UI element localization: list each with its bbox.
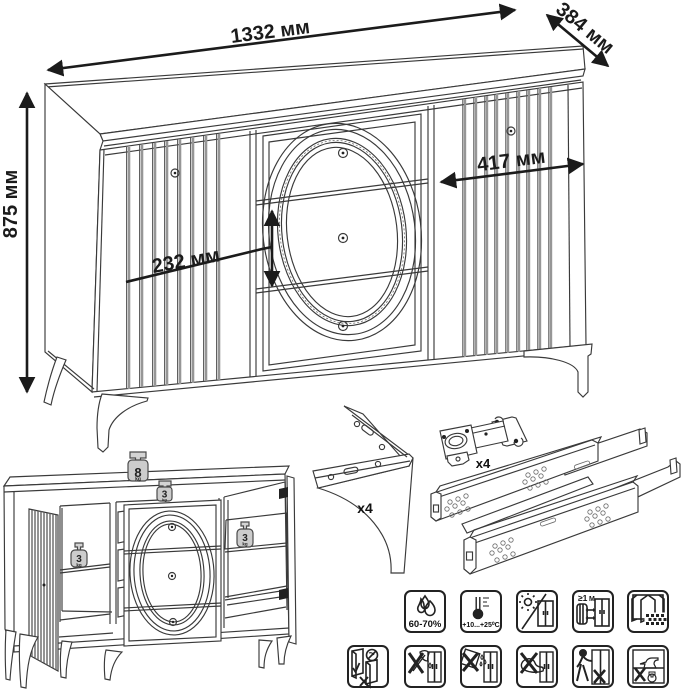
- svg-text:x4: x4: [357, 500, 373, 516]
- svg-text:875 мм: 875 мм: [0, 170, 22, 239]
- svg-text:kg: kg: [162, 497, 167, 502]
- svg-text:x4: x4: [476, 456, 491, 471]
- svg-text:1332 мм: 1332 мм: [229, 16, 311, 48]
- svg-text:3: 3: [242, 533, 248, 544]
- svg-text:kg: kg: [76, 563, 82, 568]
- svg-text:kg: kg: [135, 477, 141, 483]
- svg-text:M: M: [589, 596, 595, 603]
- svg-text:+10...+25⁰C: +10...+25⁰C: [462, 621, 499, 629]
- svg-text:3: 3: [76, 554, 82, 565]
- svg-text:≥1: ≥1: [578, 593, 588, 603]
- svg-text:8: 8: [134, 465, 141, 480]
- svg-text:kg: kg: [242, 542, 248, 547]
- svg-text:60-70%: 60-70%: [409, 619, 442, 630]
- svg-text:3: 3: [162, 490, 168, 501]
